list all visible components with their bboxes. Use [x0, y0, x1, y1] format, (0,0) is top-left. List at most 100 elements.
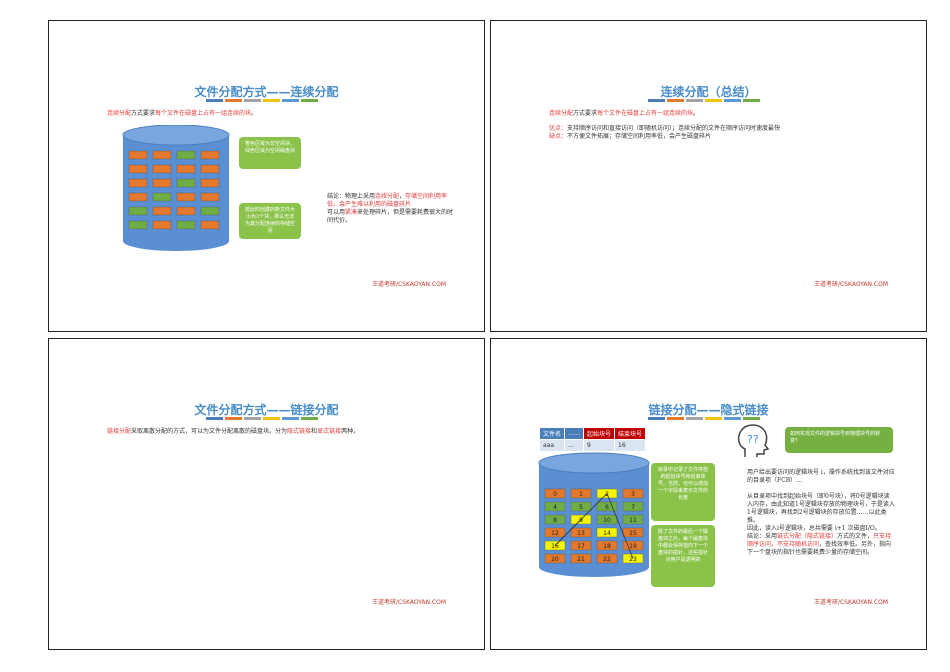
- pros-cons: 优点：支持顺序访问和直接访问（即随机访问）；连续分配的文件在顺序访问时速度最快 …: [549, 125, 780, 141]
- disk-block-used: [200, 178, 220, 188]
- disk-block-free: [152, 192, 172, 202]
- slide-title: 链接分配——隐式链接: [648, 403, 769, 417]
- col-ellipsis: ……: [564, 427, 585, 440]
- disk-block-number: 18: [603, 543, 611, 550]
- disk-block-used: [152, 206, 172, 216]
- disk-block-number: 4: [553, 504, 557, 511]
- table-row: aaa … 9 16: [538, 439, 647, 452]
- slide-intro: 连续分配方式要求每个文件在磁盘上占有一组连续的块。: [549, 110, 700, 117]
- slide-contiguous-allocation: 文件分配方式——连续分配 连续分配方式要求每个文件在磁盘上占有一组连续的块。 橙…: [48, 20, 485, 332]
- footer-brand: 王道考研/CSKAOYAN.COM: [813, 599, 888, 606]
- disk-block: [570, 488, 592, 499]
- footer-brand: 王道考研/CSKAOYAN.COM: [371, 599, 446, 606]
- disk-block-used: [152, 164, 172, 174]
- disk-block-used: [176, 192, 196, 202]
- disk-block-used: [176, 206, 196, 216]
- disk-block: [570, 527, 592, 538]
- disk-block-number: 19: [629, 543, 637, 550]
- disk-block: [596, 540, 618, 551]
- disk-block-number: 12: [551, 530, 559, 537]
- disk-block-free: [200, 206, 220, 216]
- slide-title: 文件分配方式——连续分配: [194, 85, 339, 99]
- disk-block: [622, 514, 644, 525]
- disk-block-used: [152, 178, 172, 188]
- slide-linked-allocation: 文件分配方式——链接分配 链接分配采取离散分配的方式，可以为文件分配离散的磁盘块…: [48, 338, 485, 650]
- disk-block: [596, 501, 618, 512]
- slide-title: 文件分配方式——链接分配: [194, 403, 339, 417]
- thinking-head-icon: ??: [737, 424, 770, 457]
- disk-cylinder-diagram: [122, 125, 230, 251]
- disk-block: [622, 540, 644, 551]
- disk-block-number: 13: [577, 530, 585, 537]
- disk-block-used: [128, 150, 148, 160]
- disk-block: [622, 501, 644, 512]
- disk-block: [544, 501, 566, 512]
- disk-block: [544, 514, 566, 525]
- disk-block: [544, 553, 566, 564]
- disk-block-used: [128, 178, 148, 188]
- slide-title: 连续分配（总结）: [660, 85, 757, 99]
- col-filename: 文件名: [538, 427, 566, 440]
- disk-block: [596, 527, 618, 538]
- title-color-bar: [206, 417, 318, 420]
- disk-block-number: 14: [603, 530, 611, 537]
- disk-block-free: [176, 220, 196, 230]
- note-directory-entry: 目录中记录了文件存放的起始块号和结束块号。当然，也可以增加一个字段来表示文件的长…: [651, 463, 715, 521]
- title-color-bar: [206, 99, 318, 102]
- pros-line: 优点：支持顺序访问和直接访问（即随机访问）；连续分配的文件在顺序访问时速度最快: [549, 125, 781, 132]
- disk-block-number: 8: [553, 517, 557, 524]
- title-color-bar: [648, 417, 760, 420]
- disk-block-used: [200, 220, 220, 230]
- disk-block-used: [200, 192, 220, 202]
- question-bubble: 如何实现文件的逻辑块号到物理块号的转变？: [785, 427, 893, 453]
- footer-brand: 王道考研/CSKAOYAN.COM: [371, 281, 446, 288]
- disk-block-number: 5: [579, 504, 583, 511]
- disk-block-number: 9: [579, 517, 583, 524]
- disk-block-used: [128, 164, 148, 174]
- disk-block-number: 7: [631, 504, 635, 511]
- disk-block-number: 0: [553, 491, 557, 498]
- disk-block: [570, 553, 592, 564]
- disk-block: [596, 553, 618, 564]
- disk-block: [570, 501, 592, 512]
- slide-intro: 链接分配采取离散分配的方式，可以为文件分配离散的磁盘块。分为隐式链接和显式链接两…: [107, 428, 360, 435]
- disk-block-number: 23: [629, 556, 637, 563]
- note-next-pointer: 除了文件的最后一个磁盘块之外，每个磁盘块中都会保存指向下一个盘块的指针，这些指针…: [651, 525, 715, 587]
- disk-block-number: 21: [577, 556, 585, 563]
- disk-block-number: 20: [551, 556, 559, 563]
- disk-block: [544, 527, 566, 538]
- disk-block-used: [200, 150, 220, 160]
- implicit-explanation: 用户给出要访问的逻辑块号 i，操作系统找到该文件对应的目录项（FCB）... 从…: [747, 469, 895, 556]
- slide-implicit-linking: 链接分配——隐式链接 文件名 …… 起始块号 结束块号 aaa … 9 16 0…: [490, 338, 927, 650]
- disk-block-used: [128, 192, 148, 202]
- slide-intro: 连续分配方式要求每个文件在磁盘上占有一组连续的块。: [107, 110, 258, 117]
- disk-block-number: 11: [629, 517, 637, 524]
- col-end-block: 结束块号: [614, 427, 647, 440]
- disk-block: [622, 488, 644, 499]
- note-new-file: 若此时创建的新文件大小为3个块，那么无法为其分配连续的存储空间: [239, 203, 301, 239]
- disk-block-free: [176, 178, 196, 188]
- disk-block-number: 6: [605, 504, 609, 511]
- col-start-block: 起始块号: [583, 427, 616, 440]
- disk-block-number: 22: [603, 556, 611, 563]
- disk-block-used: [176, 164, 196, 174]
- note-block-legend: 橙色区域为非空闲块，绿色区域为空闲磁盘块: [239, 137, 301, 169]
- block-pointer-link: [554, 493, 608, 546]
- directory-table: 文件名 …… 起始块号 结束块号 aaa … 9 16: [538, 427, 647, 452]
- disk-block-used: [200, 164, 220, 174]
- disk-block: [570, 540, 592, 551]
- disk-block: [544, 488, 566, 499]
- disk-block-number: 3: [631, 491, 635, 498]
- disk-block-used: [152, 150, 172, 160]
- disk-block-number: 15: [629, 530, 637, 537]
- block-pointer-link: [606, 493, 634, 559]
- disk-block-used: [152, 220, 172, 230]
- svg-text:??: ??: [747, 433, 759, 446]
- disk-block-number: 10: [603, 517, 611, 524]
- disk-block-free: [128, 206, 148, 216]
- disk-block-number: 17: [577, 543, 585, 550]
- disk-block-number: 16: [551, 543, 559, 550]
- cons-line: 缺点：不方便文件拓展；存储空间利用率低，会产生磁盘碎片: [549, 133, 712, 140]
- disk-block-free: [176, 150, 196, 160]
